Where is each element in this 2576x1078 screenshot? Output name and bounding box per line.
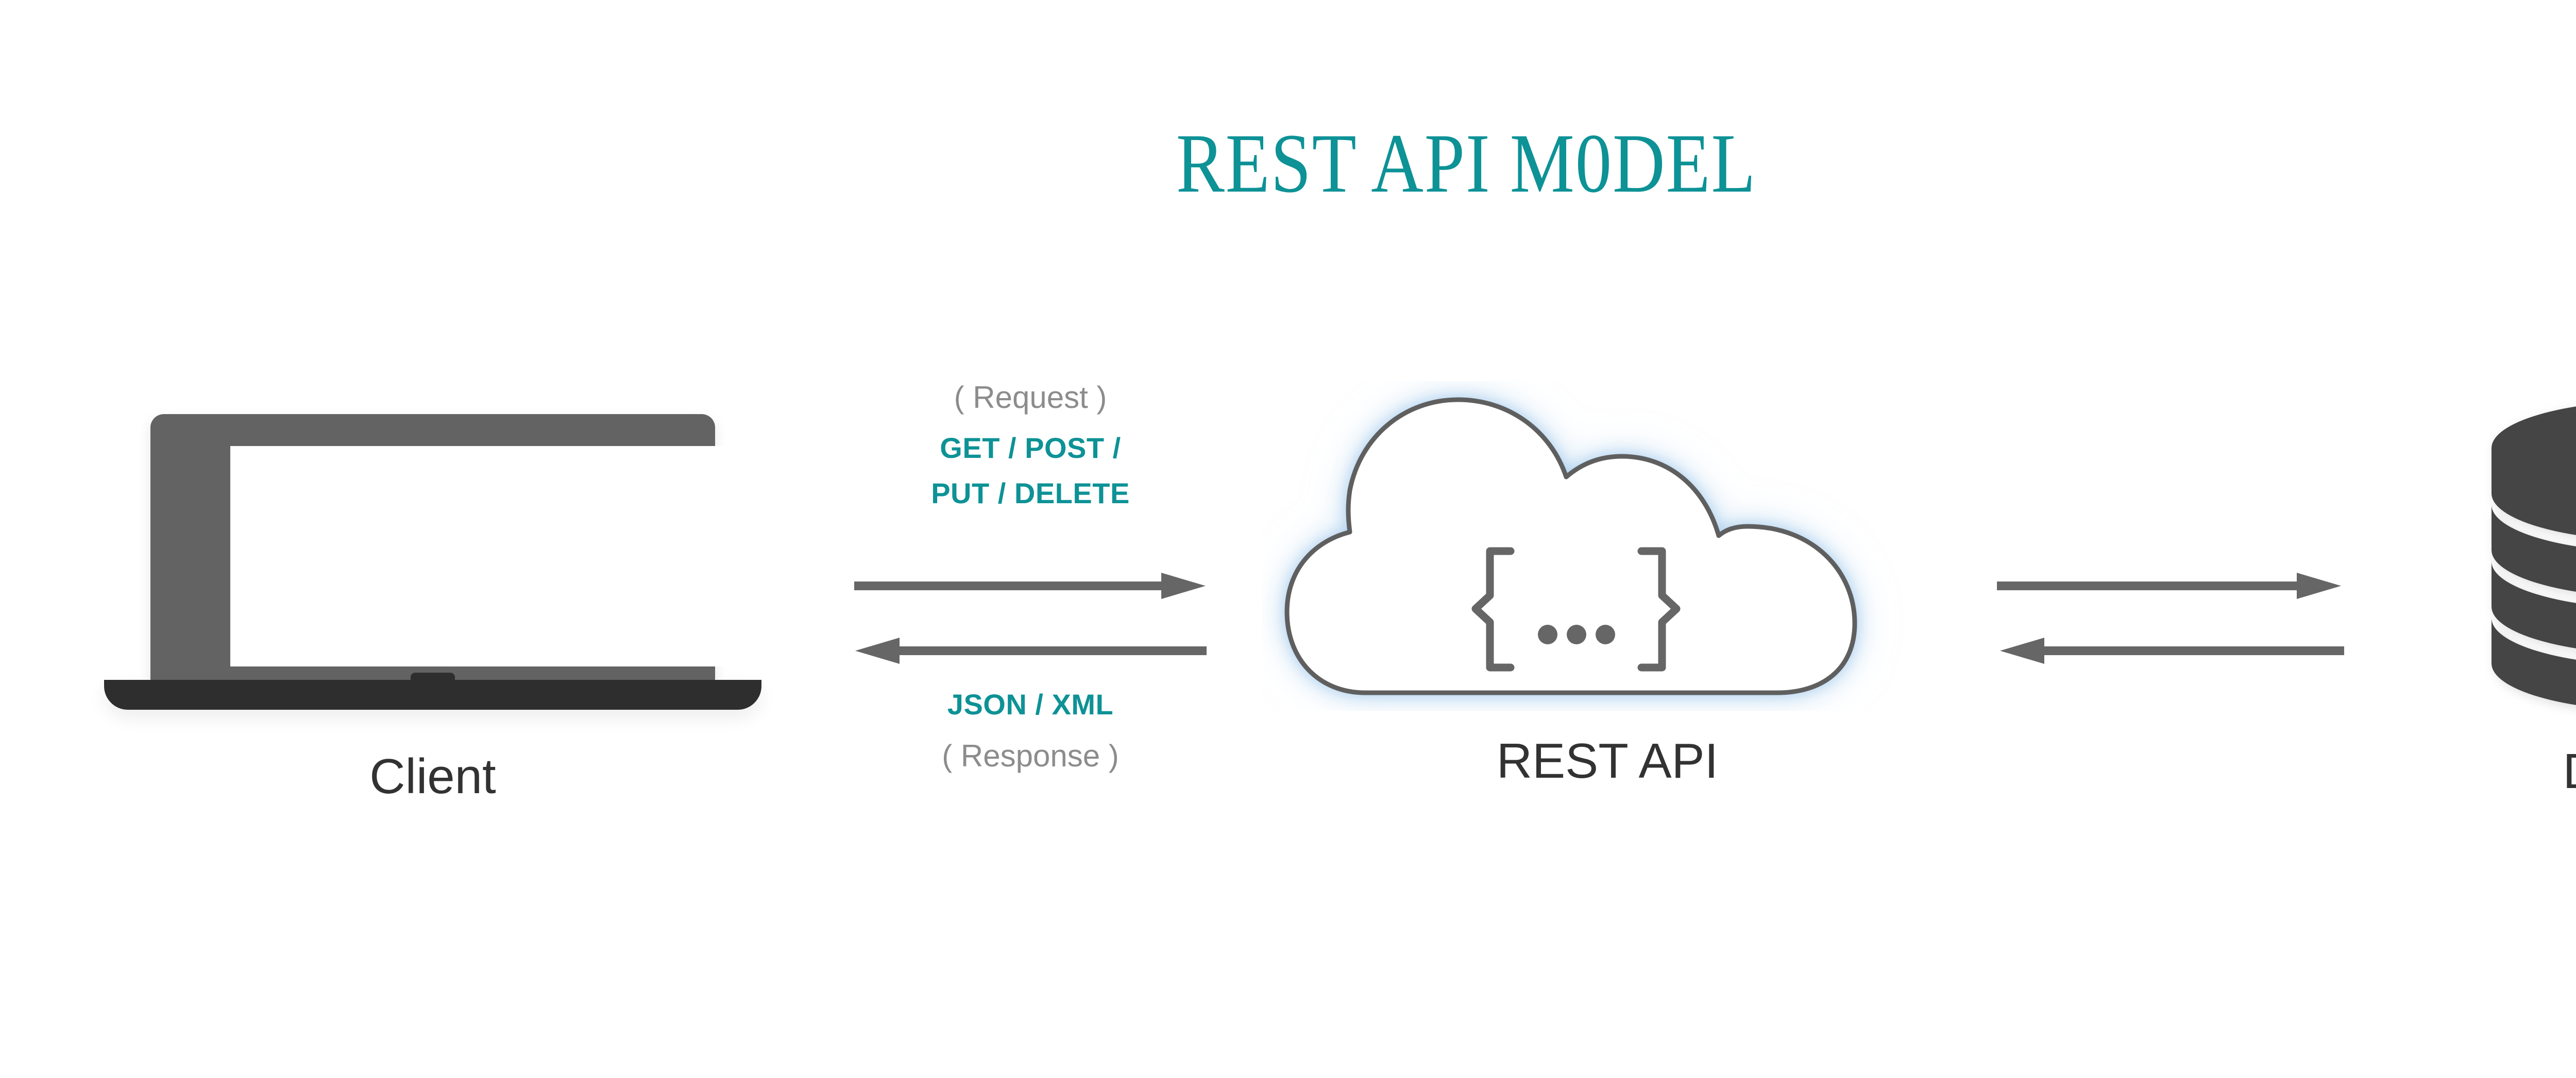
request-methods-line-1: GET / POST / (940, 432, 1121, 464)
node-database: Database (2473, 391, 2576, 834)
arrow-response-left (855, 638, 1207, 664)
arrows-client-api (845, 567, 1216, 680)
laptop-icon (93, 407, 773, 710)
cloud-code-symbol (1471, 547, 1681, 672)
laptop-lid (150, 414, 751, 687)
arrow-result-left (2000, 638, 2344, 664)
cloud-ellipsis-dots (1538, 625, 1615, 644)
arrow-request-right (854, 573, 1206, 599)
arrows-api-database (1994, 567, 2354, 680)
node-rest-api: REST API (1262, 381, 1953, 824)
laptop-base (104, 680, 761, 710)
page-title: REST API M0DEL (1176, 117, 1757, 210)
node-client: Client (93, 407, 773, 819)
response-formats: JSON / XML (947, 688, 1114, 721)
request-label: ( Request ) (954, 380, 1107, 415)
node-label-rest-api: REST API (1496, 733, 1719, 789)
node-label-client: Client (369, 749, 496, 804)
cloud-outline (1284, 397, 1857, 695)
laptop-screen (230, 446, 751, 666)
response-label: ( Response ) (942, 739, 1119, 773)
node-label-database: Database (2473, 747, 2576, 796)
arrow-query-right (1997, 573, 2341, 599)
request-methods-line-2: PUT / DELETE (931, 477, 1130, 509)
caption-response: JSON / XML ( Response ) (845, 690, 1216, 772)
database-cylinder-icon (2473, 391, 2576, 731)
caption-request: ( Request ) GET / POST / PUT / DELETE (845, 382, 1216, 508)
database-disks (2492, 406, 2576, 705)
cloud-icon (1262, 381, 1953, 711)
